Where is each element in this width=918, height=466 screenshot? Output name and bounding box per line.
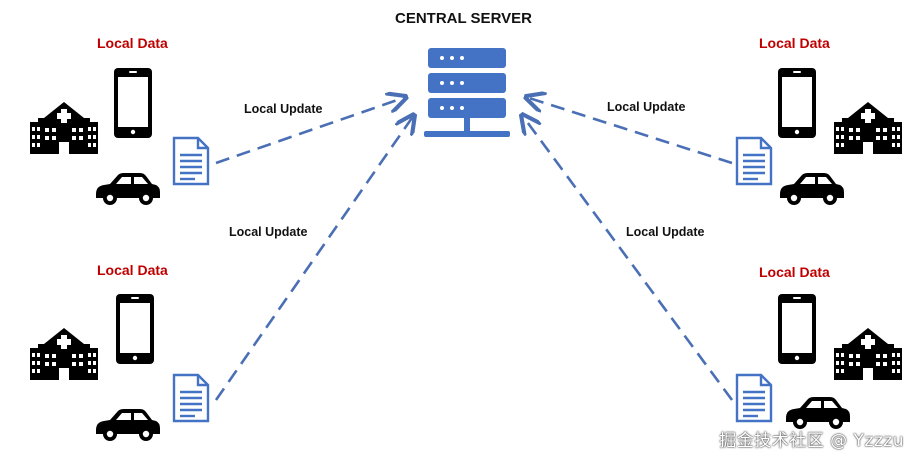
- local-data-label-top-left: Local Data: [97, 35, 168, 51]
- phone-icon: [778, 68, 816, 138]
- server-title: CENTRAL SERVER: [395, 10, 532, 27]
- local-data-label-bottom-left: Local Data: [97, 262, 168, 278]
- arrow-top-right: [526, 97, 733, 165]
- document-icon: [735, 373, 773, 423]
- car-icon: [96, 409, 160, 441]
- document-icon: [172, 136, 210, 186]
- update-arrows: [214, 97, 734, 401]
- update-label-bottom-right: Local Update: [626, 225, 705, 239]
- local-data-label-bottom-right: Local Data: [759, 264, 830, 280]
- client-top-right: [735, 68, 902, 205]
- update-label-top-left: Local Update: [244, 102, 323, 116]
- client-bottom-right: [735, 294, 902, 429]
- arrow-bottom-right: [522, 115, 734, 401]
- watermark: 掘金技术社区 @ Yzzzu: [719, 431, 904, 451]
- hospital-icon: [834, 328, 902, 380]
- phone-icon: [778, 294, 816, 364]
- document-icon: [172, 373, 210, 423]
- phone-icon: [116, 294, 154, 364]
- car-icon: [96, 173, 160, 205]
- update-label-bottom-left: Local Update: [229, 225, 308, 239]
- arrow-top-left: [215, 97, 406, 165]
- client-top-left: [30, 68, 210, 205]
- hospital-icon: [30, 328, 98, 380]
- car-icon: [780, 173, 844, 205]
- local-data-label-top-right: Local Data: [759, 35, 830, 51]
- server-icon: [424, 48, 510, 137]
- hospital-icon: [30, 102, 98, 154]
- phone-icon: [114, 68, 152, 138]
- client-bottom-left: [30, 294, 210, 441]
- arrow-bottom-left: [214, 115, 414, 401]
- car-icon: [786, 397, 850, 429]
- update-label-top-right: Local Update: [607, 100, 686, 114]
- hospital-icon: [834, 102, 902, 154]
- document-icon: [735, 136, 773, 186]
